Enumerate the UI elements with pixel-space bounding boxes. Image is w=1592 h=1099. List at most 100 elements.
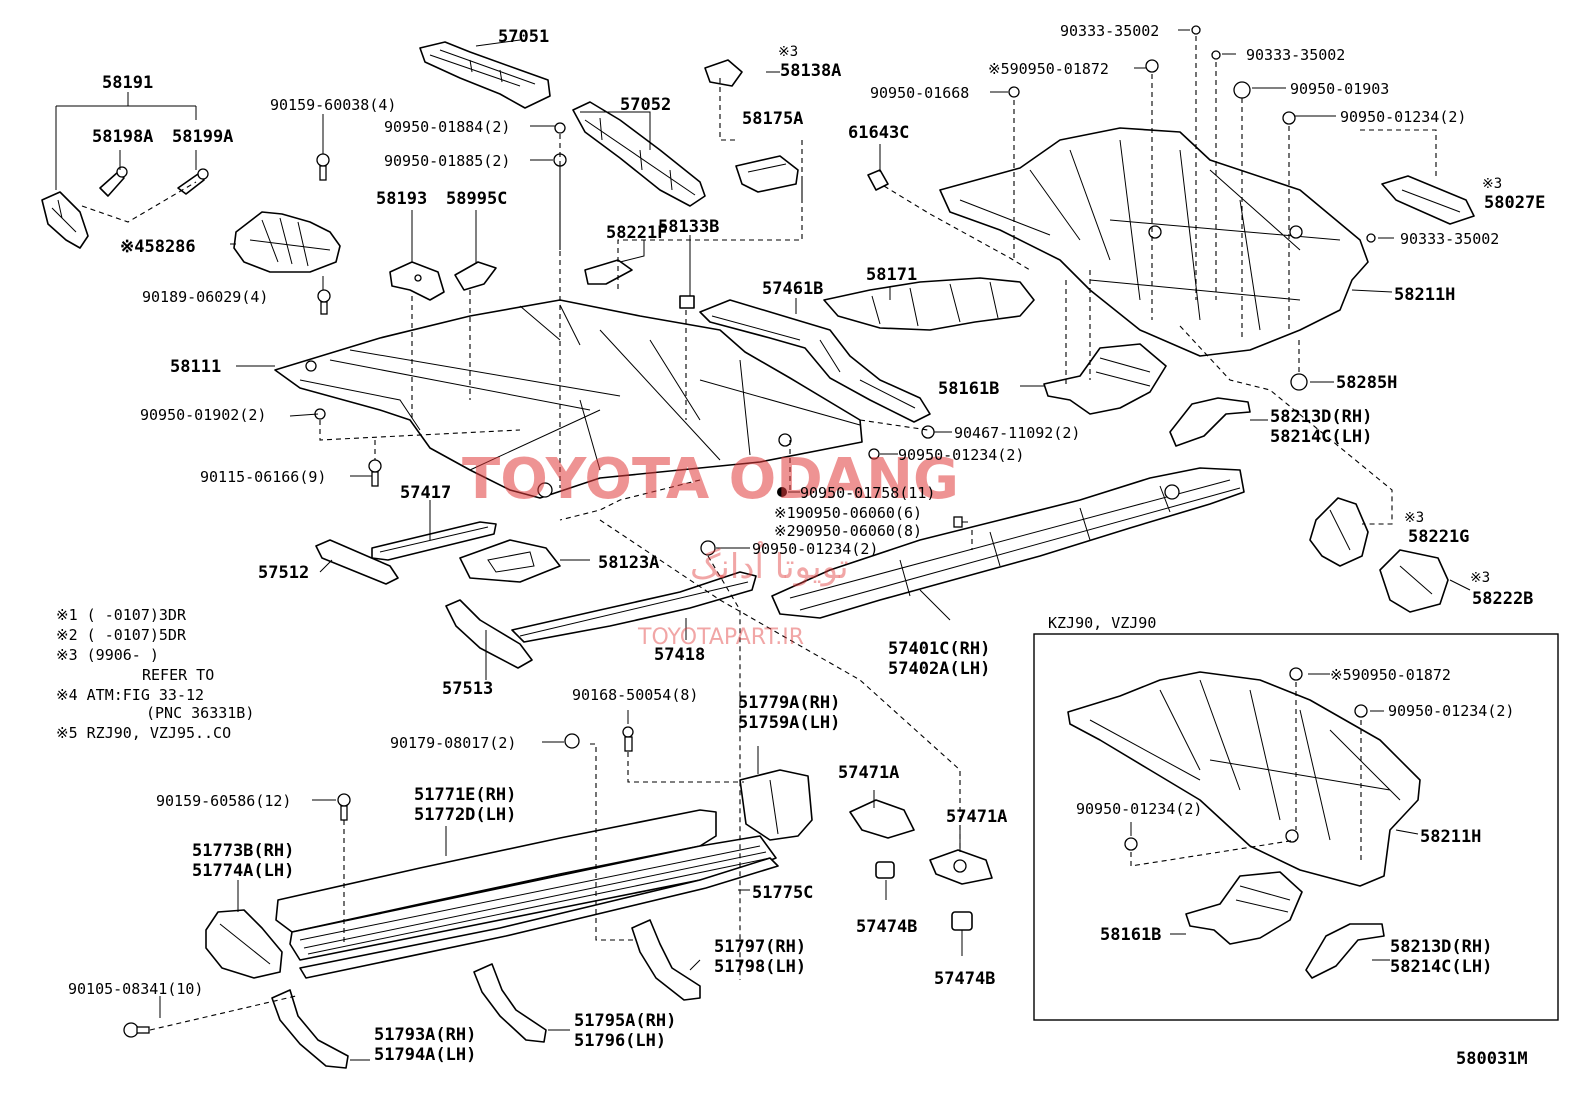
part-51773B[interactable] (205, 909, 283, 979)
label-51779A[interactable]: 51779A(RH) (738, 693, 840, 713)
label-61643C[interactable]: 61643C (848, 123, 909, 143)
label-58285H[interactable]: 58285H (1336, 373, 1397, 393)
label-90950-01902[interactable]: 90950-01902(2) (140, 406, 266, 424)
part-58286[interactable] (233, 211, 341, 273)
label-90950-01758[interactable]: 90950-01758(11) (800, 484, 935, 502)
inset-label-58214C[interactable]: 58214C(LH) (1390, 957, 1492, 977)
label-90333-35002-a[interactable]: 90333-35002 (1060, 22, 1159, 40)
part-58199A[interactable] (177, 168, 209, 195)
label-57401C[interactable]: 57401C(RH) (888, 639, 990, 659)
label-57417[interactable]: 57417 (400, 483, 451, 503)
label-90950-01872[interactable]: ※590950-01872 (988, 60, 1109, 78)
part-51779A[interactable] (739, 769, 813, 841)
label-57052[interactable]: 57052 (620, 95, 671, 115)
label-51796[interactable]: 51796(LH) (574, 1031, 666, 1051)
inset-part-58211H[interactable] (1067, 671, 1421, 887)
part-58213D[interactable] (1169, 397, 1251, 447)
inset-label-90950-01234-b[interactable]: 90950-01234(2) (1076, 800, 1202, 818)
label-57051[interactable]: 57051 (498, 27, 549, 47)
part-57461B[interactable] (699, 299, 931, 423)
label-57471A-lower[interactable]: 57471A (946, 807, 1007, 827)
label-58193[interactable]: 58193 (376, 189, 427, 209)
part-57471A-lower[interactable] (929, 849, 993, 885)
part-57474B-upper[interactable] (875, 861, 895, 879)
label-90950-01234-a[interactable]: 90950-01234(2) (1340, 108, 1466, 126)
label-90950-01885[interactable]: 90950-01885(2) (384, 152, 510, 170)
label-51775C[interactable]: 51775C (752, 883, 813, 903)
part-58175A[interactable] (735, 155, 799, 193)
inset-part-58161B[interactable] (1185, 871, 1303, 945)
label-58214C[interactable]: 58214C(LH) (1270, 427, 1372, 447)
label-57471A-upper[interactable]: 57471A (838, 763, 899, 783)
part-51797[interactable] (631, 919, 701, 1001)
part-57474B-lower[interactable] (951, 911, 973, 931)
label-51773B[interactable]: 51773B(RH) (192, 841, 294, 861)
part-58123A[interactable] (459, 539, 561, 583)
label-90950-01234-c[interactable]: 90950-01234(2) (752, 540, 878, 558)
label-58138A[interactable]: 58138A (780, 61, 841, 81)
label-58133B[interactable]: 58133B (658, 217, 719, 237)
label-51772D[interactable]: 51772D(LH) (414, 805, 516, 825)
part-51793A[interactable] (271, 989, 349, 1069)
part-58171[interactable] (823, 277, 1035, 331)
label-90333-35002-b[interactable]: 90333-35002 (1246, 46, 1345, 64)
label-58123A[interactable]: 58123A (598, 553, 659, 573)
label-57461B[interactable]: 57461B (762, 279, 823, 299)
part-51775C[interactable] (299, 857, 779, 979)
label-58198A[interactable]: 58198A (92, 127, 153, 147)
label-58221G[interactable]: 58221G (1408, 527, 1469, 547)
part-58161B[interactable] (1043, 343, 1167, 415)
label-90950-06060-b[interactable]: ※290950-06060(8) (774, 522, 922, 540)
label-90168-50054[interactable]: 90168-50054(8) (572, 686, 698, 704)
label-58161B[interactable]: 58161B (938, 379, 999, 399)
label-90115-06166[interactable]: 90115-06166(9) (200, 468, 326, 486)
label-58995C[interactable]: 58995C (446, 189, 507, 209)
label-58171[interactable]: 58171 (866, 265, 917, 285)
label-51794A[interactable]: 51794A(LH) (374, 1045, 476, 1065)
label-58222B[interactable]: 58222B (1472, 589, 1533, 609)
label-90333-35002-c[interactable]: 90333-35002 (1400, 230, 1499, 248)
part-58027E[interactable] (1381, 175, 1475, 225)
label-90950-01234-b[interactable]: 90950-01234(2) (898, 446, 1024, 464)
label-51771E[interactable]: 51771E(RH) (414, 785, 516, 805)
part-58133B[interactable] (679, 295, 695, 309)
label-90189-06029[interactable]: 90189-06029(4) (142, 288, 268, 306)
label-58199A[interactable]: 58199A (172, 127, 233, 147)
part-57471A-upper[interactable] (849, 799, 915, 839)
label-57512[interactable]: 57512 (258, 563, 309, 583)
label-90159-60038[interactable]: 90159-60038(4) (270, 96, 396, 114)
label-58191[interactable]: 58191 (102, 73, 153, 93)
label-57418[interactable]: 57418 (654, 645, 705, 665)
label-90950-01903[interactable]: 90950-01903 (1290, 80, 1389, 98)
part-57401C[interactable] (771, 467, 1245, 619)
part-57513[interactable] (445, 599, 533, 669)
part-57418[interactable] (511, 571, 757, 643)
inset-label-58161B[interactable]: 58161B (1100, 925, 1161, 945)
part-58138A[interactable] (704, 59, 743, 87)
label-90179-08017[interactable]: 90179-08017(2) (390, 734, 516, 752)
label-51759A[interactable]: 51759A(LH) (738, 713, 840, 733)
label-90159-60586[interactable]: 90159-60586(12) (156, 792, 291, 810)
part-58221F[interactable] (584, 259, 633, 285)
part-58211H[interactable] (939, 127, 1369, 357)
label-58221F[interactable]: 58221F (606, 223, 667, 243)
label-51798[interactable]: 51798(LH) (714, 957, 806, 977)
part-51795A[interactable] (473, 963, 547, 1043)
inset-part-58213D[interactable] (1305, 923, 1385, 979)
label-51774A[interactable]: 51774A(LH) (192, 861, 294, 881)
label-57474B-lower[interactable]: 57474B (934, 969, 995, 989)
part-58198A[interactable] (99, 166, 128, 197)
label-58211H[interactable]: 58211H (1394, 285, 1455, 305)
label-57474B-upper[interactable]: 57474B (856, 917, 917, 937)
label-58286[interactable]: ※458286 (120, 237, 196, 257)
label-57402A[interactable]: 57402A(LH) (888, 659, 990, 679)
part-58111[interactable] (274, 299, 863, 499)
label-58027E[interactable]: 58027E (1484, 193, 1545, 213)
label-90950-01668[interactable]: 90950-01668 (870, 84, 969, 102)
part-57512[interactable] (315, 539, 399, 585)
label-58111[interactable]: 58111 (170, 357, 221, 377)
part-57052[interactable] (572, 101, 706, 207)
label-90950-06060-a[interactable]: ※190950-06060(6) (774, 504, 922, 522)
part-58221G[interactable] (1309, 497, 1369, 567)
label-57513[interactable]: 57513 (442, 679, 493, 699)
